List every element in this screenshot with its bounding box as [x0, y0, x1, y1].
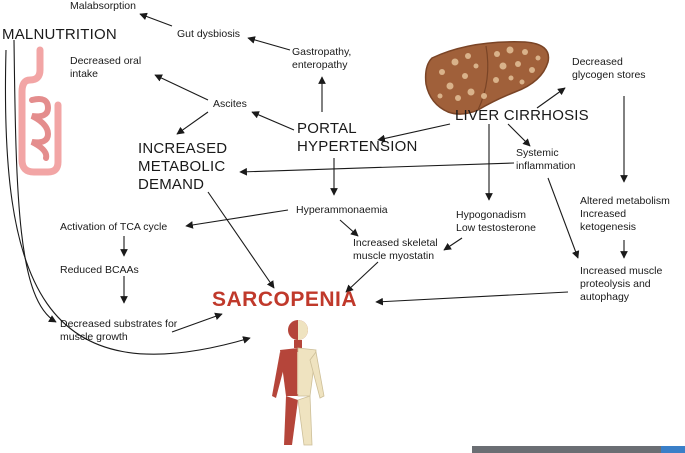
node-hypogonadism: Hypogonadism Low testosterone — [456, 209, 536, 234]
arrow-systemic-to-metabolic — [239, 162, 515, 176]
arrow-gastropathy-to-gut — [247, 36, 291, 51]
node-tca-activation: Activation of TCA cycle — [60, 221, 168, 233]
arrow-proteolysis-to-sarcopenia — [375, 291, 569, 306]
arrows — [4, 12, 628, 355]
node-gut-dysbiosis: Gut dysbiosis — [177, 28, 241, 40]
liver-icon — [424, 41, 550, 115]
intestine-icon — [18, 46, 62, 176]
node-hyperammonaemia: Hyperammonaemia — [296, 204, 388, 216]
arrow-ascites-to-metabolic — [176, 111, 209, 135]
human-muscle-skeleton-icon — [272, 320, 325, 446]
node-decreased-substrates: Decreased substrates for muscle growth — [60, 318, 178, 343]
node-ascites: Ascites — [213, 98, 247, 110]
arrow-hyper-to-myostatin — [339, 219, 359, 237]
arrow-hyper-to-tca — [185, 209, 289, 229]
arrow-malnutrition-to-substrates — [13, 39, 57, 323]
arrow-cirrhosis-to-glycogen — [536, 87, 566, 109]
arrow-malnutrition-to-sarcopenia — [4, 49, 251, 355]
scroll-progress-bar — [472, 446, 685, 453]
arrow-myostatin-to-sarcopenia — [345, 261, 379, 293]
arrow-hypogonadism-to-myostatin — [443, 237, 463, 251]
arrow-ascites-to-oral — [154, 74, 209, 101]
node-proteolysis: Increased muscle proteolysis and autopha… — [580, 265, 663, 303]
node-decreased-oral-intake: Decreased oral intake — [70, 55, 142, 80]
arrow-substrates-to-sarcopenia — [171, 312, 223, 333]
node-sarcopenia: SARCOPENIA — [212, 288, 358, 311]
node-systemic-inflammation: Systemic inflammation — [516, 147, 576, 172]
arrow-cirrhosis-to-systemic — [507, 123, 531, 147]
scroll-progress-fill — [661, 446, 685, 453]
node-reduced-bcaas: Reduced BCAAs — [60, 264, 139, 276]
arrow-metabolic-to-sarcopenia — [207, 191, 275, 289]
node-malabsorption: Malabsorption — [70, 0, 136, 12]
node-decreased-glycogen: Decreased glycogen stores — [572, 56, 646, 81]
node-malnutrition: MALNUTRITION — [2, 26, 117, 43]
arrow-cirrhosis-to-portal — [377, 123, 451, 143]
node-gastropathy: Gastropathy, enteropathy — [292, 46, 352, 71]
node-liver-cirrhosis: LIVER CIRRHOSIS — [455, 107, 589, 124]
node-altered-metabolism: Altered metabolism Increased ketogenesis — [580, 195, 670, 233]
arrow-portal-to-ascites — [251, 111, 295, 131]
node-portal-hypertension: PORTAL HYPERTENSION — [297, 120, 418, 155]
arrow-systemic-to-proteolysis — [547, 177, 580, 259]
node-myostatin: Increased skeletal muscle myostatin — [353, 237, 438, 262]
arrow-gut-to-malabsorption — [139, 12, 173, 27]
node-increased-metabolic-demand: INCREASED METABOLIC DEMAND — [138, 140, 228, 193]
